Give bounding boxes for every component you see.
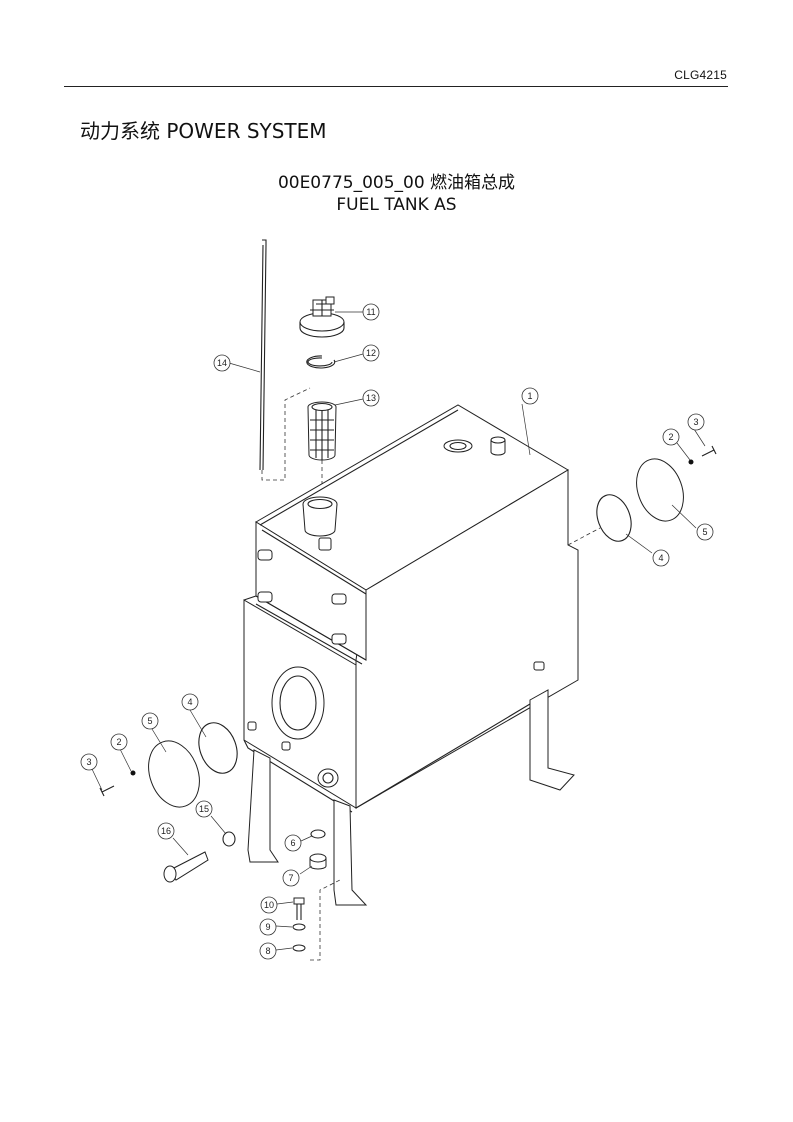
svg-text:5: 5 [702,527,707,537]
filter-screen-part [307,401,337,495]
svg-text:16: 16 [161,826,171,836]
snap-ring-part [306,355,336,369]
callout-3-right: 3 [687,413,705,431]
svg-text:8: 8 [265,946,270,956]
callout-3-left: 3 [80,753,98,771]
callout-15: 15 [195,800,213,818]
callout-11: 11 [362,303,380,321]
callout-5-left: 5 [141,712,159,730]
callout-5-right: 5 [696,523,714,541]
callout-9: 9 [259,918,277,936]
leader-lines [91,311,706,951]
section-title: 动力系统 POWER SYSTEM [80,119,327,143]
svg-text:14: 14 [217,358,227,368]
right-cover-group [567,445,717,546]
svg-text:6: 6 [290,838,295,848]
callout-16: 16 [157,822,175,840]
callout-6: 6 [284,834,302,852]
svg-text:3: 3 [693,417,698,427]
header-rule [64,86,728,87]
callout-4-right: 4 [652,549,670,567]
left-cover-group [99,722,238,808]
svg-text:15: 15 [199,804,209,814]
document-code: CLG4215 [674,68,727,82]
callout-1: 1 [521,387,539,405]
svg-text:13: 13 [366,393,376,403]
svg-text:10: 10 [264,900,274,910]
svg-text:2: 2 [668,432,673,442]
dipstick-part [259,239,311,481]
callout-12: 12 [362,344,380,362]
assembly-code: 00E0775_005_00 燃油箱总成 [277,173,516,193]
callout-8: 8 [259,942,277,960]
callout-7: 7 [282,869,300,887]
callout-2-right: 2 [662,428,680,446]
svg-text:5: 5 [147,716,152,726]
svg-text:4: 4 [187,697,192,707]
svg-text:2: 2 [116,737,121,747]
callout-2-left: 2 [110,733,128,751]
callout-10: 10 [260,896,278,914]
callout-4-left: 4 [181,693,199,711]
svg-text:11: 11 [366,307,375,317]
svg-text:7: 7 [288,873,293,883]
filler-cap-part [299,296,345,338]
svg-text:1: 1 [527,391,532,401]
tank-legs [247,689,575,906]
svg-text:12: 12 [366,348,376,358]
mounting-hardware [292,879,341,961]
fuel-tank-body [243,404,579,813]
callout-14: 14 [213,354,231,372]
drain-parts [163,829,327,883]
svg-text:4: 4 [658,553,663,563]
svg-text:3: 3 [86,757,91,767]
assembly-name: FUEL TANK AS [336,195,457,215]
callout-13: 13 [362,389,380,407]
svg-text:9: 9 [265,922,270,932]
